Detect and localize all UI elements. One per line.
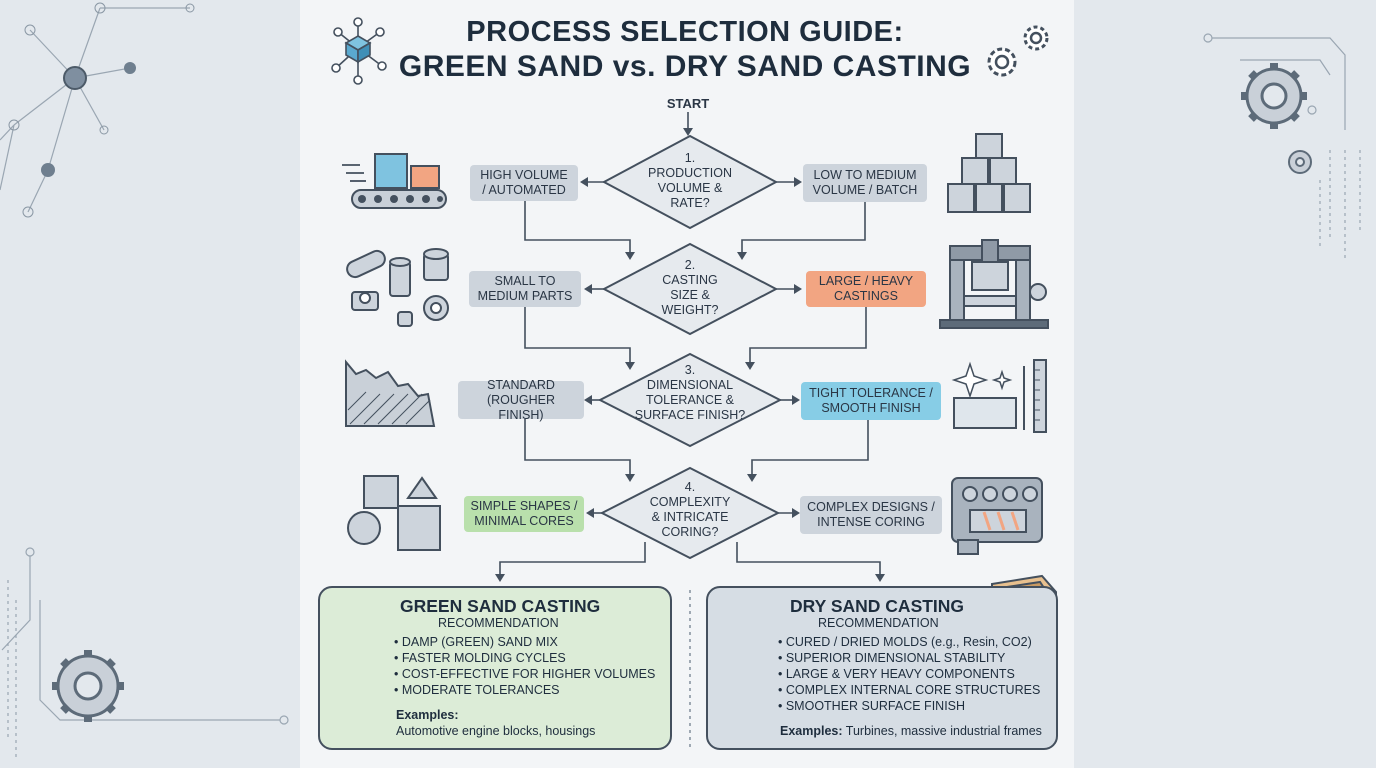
smooth-surface-ruler-icon xyxy=(951,359,1047,433)
bullet-item: • COMPLEX INTERNAL CORE STRUCTURES xyxy=(778,683,1041,697)
simple-shapes-icon xyxy=(347,475,441,551)
option-line: SIMPLE SHAPES / xyxy=(470,499,578,513)
decision-4-line: CORING? xyxy=(661,525,719,539)
decision-diamond-4 xyxy=(599,466,781,560)
decision-2-line: WEIGHT? xyxy=(661,303,719,317)
decision-3-text: 3. DIMENSIONAL TOLERANCE & SURFACE FINIS… xyxy=(610,363,770,423)
decision-diamond-2 xyxy=(601,242,779,336)
option-line: (ROUGHER FINISH) xyxy=(486,392,556,422)
decision-3-line: DIMENSIONAL xyxy=(646,378,734,392)
option-line: CASTINGS xyxy=(834,289,898,303)
option-line: STANDARD xyxy=(487,377,555,392)
option-line: / AUTOMATED xyxy=(482,183,566,197)
gears-icon xyxy=(987,25,1049,77)
decision-4-line: COMPLEXITY xyxy=(649,495,731,509)
page-title-line1: PROCESS SELECTION GUIDE: xyxy=(466,16,904,48)
decision-2-line: CASTING xyxy=(662,273,718,287)
option-line: SMALL TO xyxy=(494,274,556,288)
decision-diamond-1 xyxy=(601,134,779,230)
dry-panel-examples-text: Turbines, massive industrial frames xyxy=(845,724,1042,738)
green-panel-examples-text: Automotive engine blocks, housings xyxy=(396,724,596,738)
engine-block-icon xyxy=(951,477,1043,555)
decision-1-line: PRODUCTION xyxy=(647,166,733,180)
bullet-item: • DAMP (GREEN) SAND MIX xyxy=(394,635,558,649)
decision-3-line: SURFACE FINISH? xyxy=(634,408,746,422)
decision-1-text: 1. PRODUCTION VOLUME & RATE? xyxy=(624,151,756,211)
page-title-line2: GREEN SAND vs. DRY SAND CASTING xyxy=(398,50,972,83)
decision-1-line: VOLUME & xyxy=(657,181,723,195)
start-label: START xyxy=(666,96,710,111)
option-line: HIGH VOLUME xyxy=(480,168,568,182)
decision-2-text: 2. CASTING SIZE & WEIGHT? xyxy=(624,258,756,318)
bullet-item: • FASTER MOLDING CYCLES xyxy=(394,651,566,665)
conveyor-belt-icon xyxy=(342,153,447,209)
stacked-boxes-icon xyxy=(947,133,1031,213)
heavy-press-machine-icon xyxy=(939,239,1049,329)
decision-4-line: & INTRICATE xyxy=(651,510,729,524)
green-panel-examples-label: Examples: xyxy=(396,708,459,722)
rough-surface-icon xyxy=(345,359,436,427)
option-line: VOLUME / BATCH xyxy=(812,183,918,197)
bullet-item: • COST-EFFECTIVE FOR HIGHER VOLUMES xyxy=(394,667,656,681)
option-line: LARGE / HEAVY xyxy=(818,274,914,288)
gear-icon xyxy=(1288,150,1312,174)
option-line: MEDIUM PARTS xyxy=(477,289,573,303)
decision-4-number: 4. xyxy=(684,480,696,494)
option-standard-finish: STANDARD(ROUGHER FINISH) xyxy=(458,377,584,422)
dry-panel-examples-label: Examples: xyxy=(780,724,843,738)
option-tight-tolerance: TIGHT TOLERANCE /SMOOTH FINISH xyxy=(801,382,941,420)
gear-icon xyxy=(1241,63,1307,129)
dry-sand-recommendation-panel xyxy=(706,586,1058,750)
decision-3-line: TOLERANCE & xyxy=(646,393,734,407)
dry-panel-subtitle: RECOMMENDATION xyxy=(818,616,939,630)
bullet-item: • SMOOTHER SURFACE FINISH xyxy=(778,699,966,713)
option-line: MINIMAL CORES xyxy=(474,514,574,528)
option-high-volume: HIGH VOLUME/ AUTOMATED xyxy=(470,165,578,201)
green-panel-title: GREEN SAND CASTING xyxy=(400,596,601,616)
option-line: COMPLEX DESIGNS / xyxy=(807,500,935,514)
green-panel-subtitle: RECOMMENDATION xyxy=(438,616,559,630)
left-decorative-margin xyxy=(0,0,300,768)
dry-panel-bullets: • CURED / DRIED MOLDS (e.g., Resin, CO2)… xyxy=(778,634,1040,714)
option-simple-shapes: SIMPLE SHAPES /MINIMAL CORES xyxy=(464,496,584,532)
decision-diamond-3 xyxy=(597,352,783,448)
option-complex-designs: COMPLEX DESIGNS /INTENSE CORING xyxy=(800,496,942,534)
option-line: TIGHT TOLERANCE / xyxy=(809,386,933,400)
dry-panel-title: DRY SAND CASTING xyxy=(790,596,965,616)
bullet-item: • CURED / DRIED MOLDS (e.g., Resin, CO2) xyxy=(778,635,1032,649)
decision-1-line: RATE? xyxy=(670,196,710,210)
decision-4-text: 4. COMPLEXITY & INTRICATE CORING? xyxy=(622,480,758,540)
green-sand-recommendation-panel xyxy=(318,586,672,750)
bullet-item: • LARGE & VERY HEAVY COMPONENTS xyxy=(778,667,1015,681)
decision-2-line: SIZE & xyxy=(670,288,710,302)
decision-1-number: 1. xyxy=(684,151,696,165)
green-panel-bullets: • DAMP (GREEN) SAND MIX • FASTER MOLDING… xyxy=(394,634,655,698)
right-decorative-margin xyxy=(1074,0,1376,768)
decision-2-number: 2. xyxy=(684,258,696,272)
bullet-item: • SUPERIOR DIMENSIONAL STABILITY xyxy=(778,651,1006,665)
option-line: INTENSE CORING xyxy=(817,515,925,529)
bullet-item: • MODERATE TOLERANCES xyxy=(394,683,560,697)
small-parts-icon xyxy=(346,248,449,327)
network-cube-icon xyxy=(331,17,387,85)
gear-icon xyxy=(52,650,124,722)
option-line: SMOOTH FINISH xyxy=(821,401,921,415)
option-line: LOW TO MEDIUM xyxy=(813,168,917,182)
decision-3-number: 3. xyxy=(684,363,696,377)
dry-panel-examples: Examples: Turbines, massive industrial f… xyxy=(780,724,1042,738)
